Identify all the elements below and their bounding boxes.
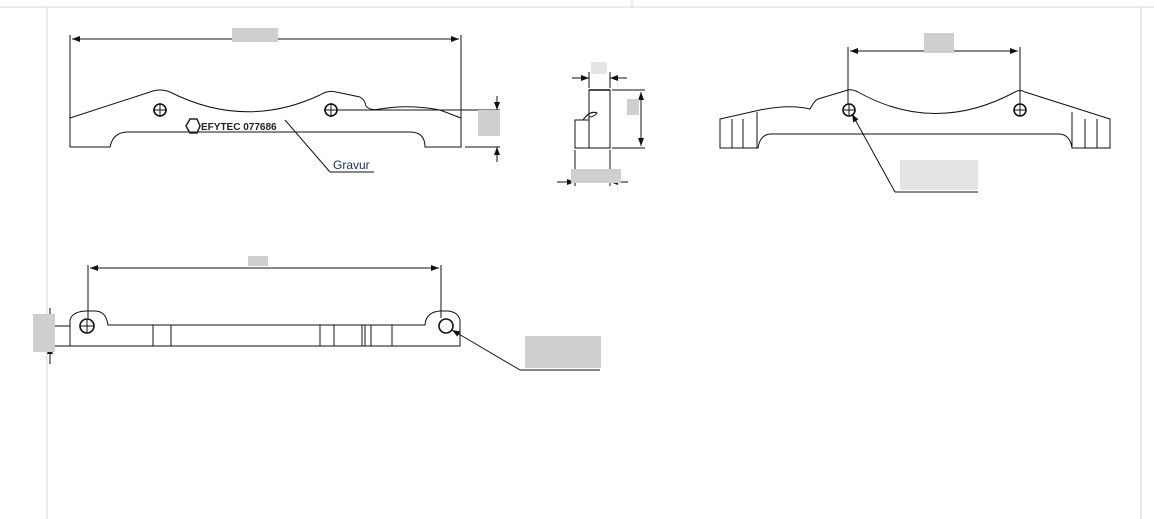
rear-view	[719, 33, 1111, 193]
engraving-text: EFYTEC 077686	[201, 122, 277, 133]
top-view	[33, 256, 601, 371]
engraving-note: Gravur	[333, 158, 370, 172]
front-view: EFYTEC 077686 Gravur	[69, 28, 500, 173]
brand-logo-icon	[185, 118, 201, 134]
side-view	[557, 62, 645, 186]
